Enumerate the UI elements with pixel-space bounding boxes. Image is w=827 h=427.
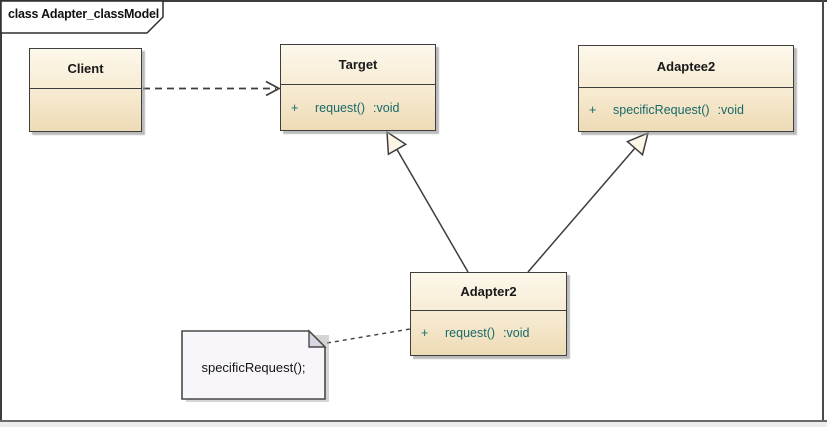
frame-border-top — [0, 0, 827, 2]
class-compartment-target: + request() :void — [281, 85, 435, 130]
frame-border-left — [0, 0, 2, 421]
class-compartment-client — [30, 89, 141, 131]
operation-name: request() — [445, 326, 496, 340]
operation-return-type: :void — [717, 102, 744, 117]
operation-name: specificRequest() — [613, 102, 710, 117]
operation-visibility: + — [421, 326, 429, 340]
class-box-client[interactable]: Client — [29, 48, 142, 132]
generalization-triangle-target-icon — [386, 130, 408, 156]
class-compartment-adapter2: + request() :void — [411, 311, 566, 355]
frame-outside-strip — [0, 422, 827, 427]
class-box-adapter2[interactable]: Adapter2 + request() :void — [410, 272, 567, 356]
note-box[interactable] — [181, 330, 326, 400]
operation-row-adaptee2[interactable]: + specificRequest() :void — [579, 103, 793, 117]
dependency-open-arrowhead-icon — [265, 80, 281, 97]
note-link-line[interactable] — [326, 328, 411, 344]
operation-visibility: + — [589, 102, 597, 117]
operation-row-adapter2[interactable]: + request() :void — [411, 326, 566, 340]
class-name-adaptee2: Adaptee2 — [579, 46, 793, 88]
operation-return-type: :void — [373, 100, 400, 115]
operation-visibility: + — [291, 100, 299, 115]
class-name-client: Client — [30, 49, 141, 89]
generalization-line-adapter2-target[interactable] — [396, 149, 469, 273]
class-compartment-adaptee2: + specificRequest() :void — [579, 88, 793, 131]
note-fold-corner-icon — [308, 329, 327, 348]
class-name-target: Target — [281, 45, 435, 85]
class-name-adapter2: Adapter2 — [411, 273, 566, 311]
frame-tab-label: class Adapter_classModel — [8, 7, 160, 21]
frame-border-bottom — [0, 420, 827, 422]
class-box-adaptee2[interactable]: Adaptee2 + specificRequest() :void — [578, 45, 794, 132]
operation-row-target[interactable]: + request() :void — [281, 101, 435, 115]
frame-tab[interactable] — [0, 0, 164, 34]
operation-name: request() — [315, 100, 366, 115]
note-text: specificRequest(); — [201, 359, 306, 375]
generalization-line-adapter2-adaptee2[interactable] — [527, 147, 636, 273]
frame-border-right — [822, 0, 824, 427]
class-box-target[interactable]: Target + request() :void — [280, 44, 436, 131]
operation-return-type: :void — [503, 326, 530, 340]
generalization-triangle-adaptee2-icon — [625, 131, 650, 157]
